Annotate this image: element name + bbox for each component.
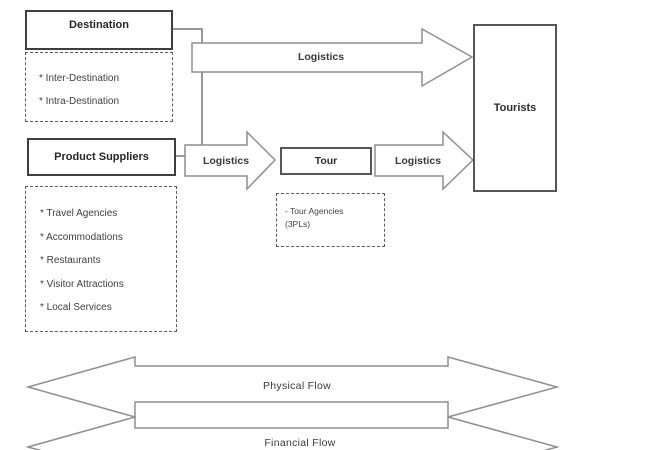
financial-flow-label: Financial Flow: [264, 437, 336, 449]
destination-box: Destination: [25, 10, 173, 50]
list-item: * Restaurants: [40, 255, 101, 266]
financial-flow-arrow: [25, 416, 560, 450]
logistics-arrow-top: [191, 27, 474, 88]
physical-flow-arrow: [25, 356, 560, 418]
list-item: * Travel Agencies: [40, 208, 118, 219]
product-suppliers-box: Product Suppliers: [27, 138, 176, 176]
tour-agencies-line2: (3PLs): [285, 219, 311, 229]
logistics-arrow-left: [184, 130, 277, 191]
destination-label: Destination: [69, 19, 129, 31]
tour-agencies-line1: - Tour Agencies: [285, 206, 344, 216]
tour-box: Tour: [280, 147, 372, 175]
list-item: * Intra-Destination: [39, 96, 120, 107]
logistics-top-label: Logistics: [297, 51, 345, 63]
list-item: * Local Services: [40, 302, 112, 313]
tour-agencies-box: - Tour Agencies (3PLs): [276, 193, 385, 247]
logistics-right-label: Logistics: [394, 155, 442, 167]
list-item: * Accommodations: [40, 231, 123, 243]
supplier-types-box: * Travel Agencies * Accommodations * Res…: [25, 186, 177, 332]
logistics-left-label: Logistics: [202, 155, 250, 167]
tourists-box: Tourists: [473, 24, 557, 192]
destination-scope-box: * Inter-Destination * Intra-Destination: [25, 52, 173, 122]
tour-label: Tour: [314, 155, 338, 167]
physical-flow-label: Physical Flow: [262, 380, 332, 392]
list-item: * Inter-Destination: [39, 73, 120, 84]
product-suppliers-label: Product Suppliers: [54, 151, 149, 163]
logistics-arrow-right: [374, 130, 475, 191]
list-item: * Visitor Attractions: [40, 278, 124, 290]
tourists-label: Tourists: [493, 102, 537, 114]
connector-destination-down: [173, 28, 203, 146]
